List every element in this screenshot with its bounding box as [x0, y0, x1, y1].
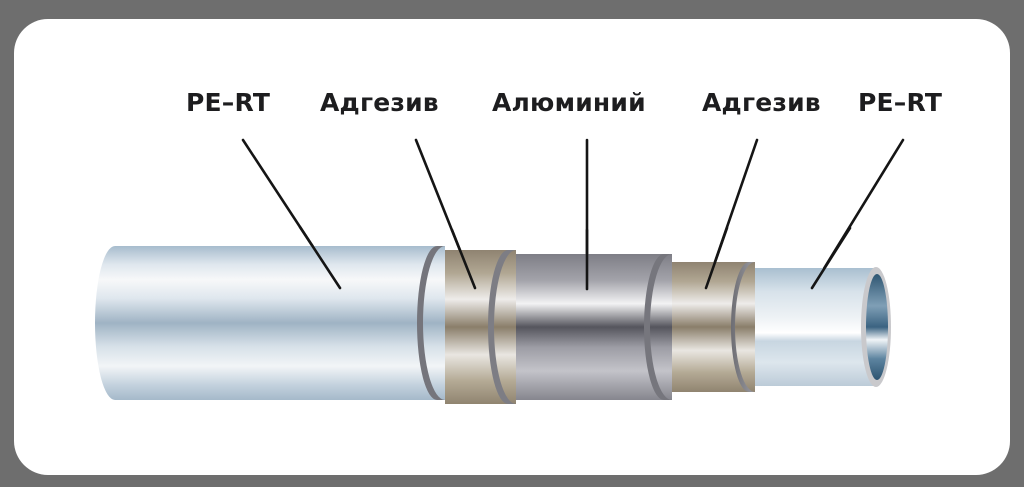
label-aluminium: Алюминий [492, 88, 646, 117]
layer-inner-adhesive [672, 262, 755, 392]
label-outer-adhesive: Адгезив [320, 88, 439, 117]
label-inner-adhesive: Адгезив [702, 88, 821, 117]
layer-outer-pe-rt [95, 246, 445, 400]
label-outer-pe-rt: PE–RT [186, 88, 271, 117]
layer-aluminium [516, 254, 672, 400]
layer-inner-pe-rt [755, 267, 891, 387]
label-inner-pe-rt: PE–RT [858, 88, 943, 117]
layer-outer-adhesive [445, 250, 516, 404]
